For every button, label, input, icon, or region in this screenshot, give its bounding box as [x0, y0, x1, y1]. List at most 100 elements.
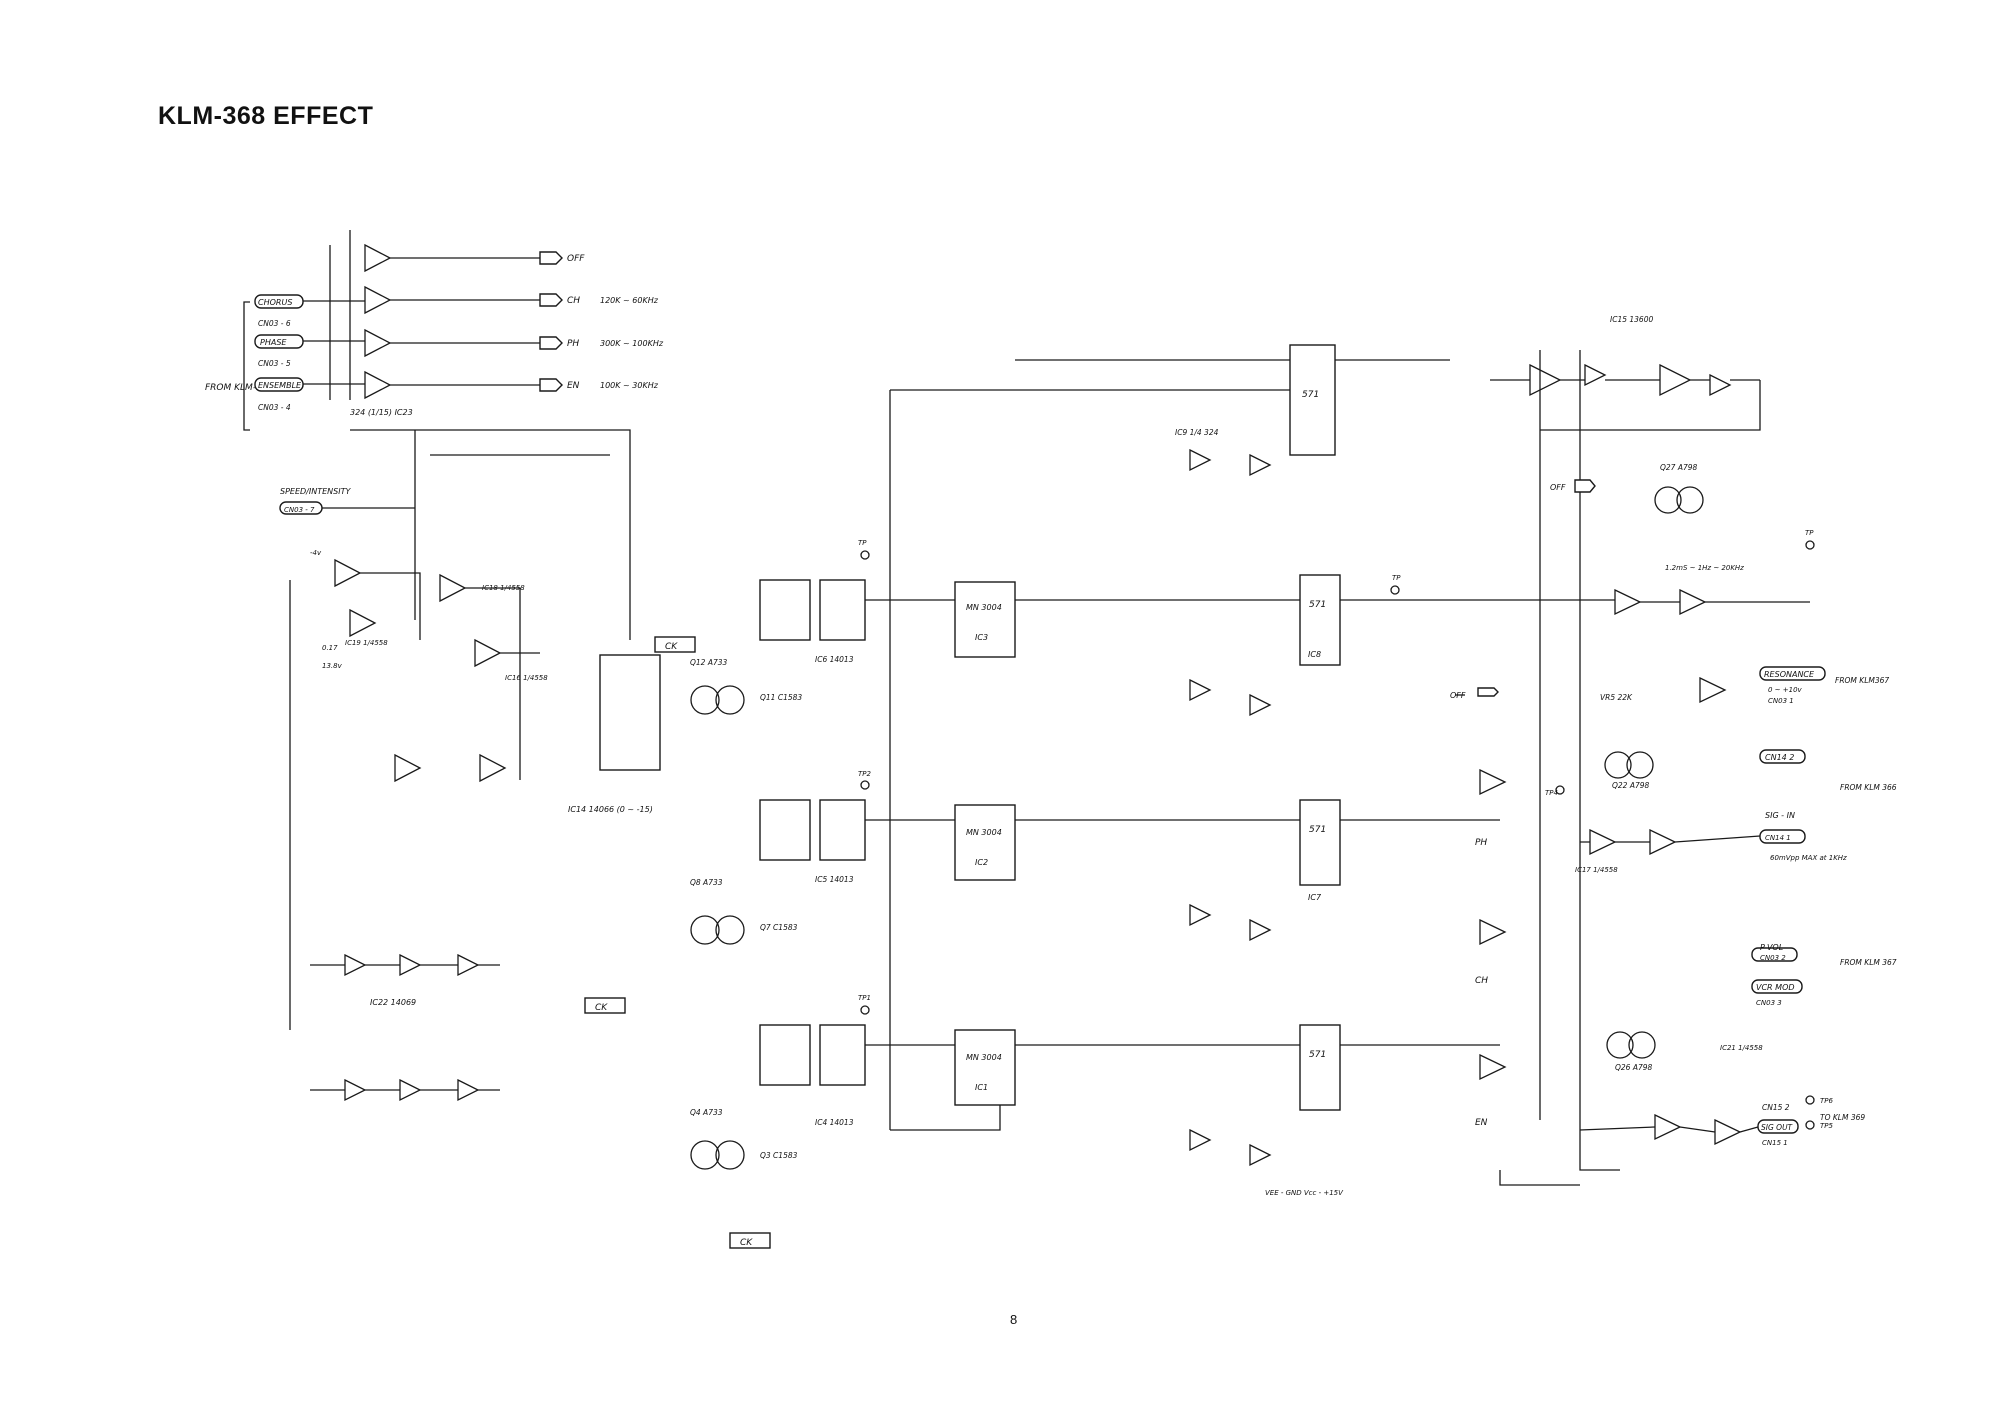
compander-ic7-b	[1299, 1024, 1341, 1111]
input-name-0: CHORUS	[258, 298, 292, 307]
tp-1: TP2	[858, 770, 871, 778]
compander-label-1: 571	[1309, 825, 1326, 835]
connector-cn14	[1759, 749, 1806, 764]
bbd-label-2: MN 3004	[966, 1053, 1002, 1062]
connector-resonance	[1759, 666, 1826, 681]
dc-note-1: 0.17	[322, 644, 338, 652]
input-pin-2: CN03 - 4	[258, 403, 291, 412]
p-vol-pin: CN03 2	[1760, 954, 1786, 962]
transistor-q4: Q4 A733	[690, 1108, 723, 1117]
connector-vcr-mod	[1751, 979, 1803, 994]
resonance-label: RESONANCE	[1764, 670, 1815, 679]
ic14-label: IC14 14066 (0 ~ -15)	[568, 805, 653, 814]
bbd-label-0: MN 3004	[966, 603, 1002, 612]
sig-in-pin: CN14 1	[1765, 834, 1791, 842]
ic6-label: IC6 14013	[815, 655, 854, 664]
resonance-pin: CN03 1	[1768, 697, 1794, 705]
compander-label-2: 571	[1309, 1050, 1326, 1060]
input-section: FROM KLM-367 CHORUS CN03 - 6 PHASE CN03 …	[205, 230, 664, 620]
p-vol-label: P-VOL	[1760, 943, 1783, 952]
bbd-ref-1: IC2	[975, 858, 988, 867]
flipflop-b-3	[819, 1024, 866, 1086]
sig-out-label: SIG OUT	[1761, 1123, 1794, 1132]
vee-vcc-note: VEE - GND Vcc - +15V	[1265, 1189, 1344, 1197]
transistor-q8: Q8 A733	[690, 878, 723, 887]
cn15-dest: TO KLM 369	[1820, 1113, 1865, 1122]
cn15-label: CN15 2	[1762, 1103, 1790, 1112]
flipflop-b-2	[819, 799, 866, 861]
output-off: OFF	[567, 254, 585, 264]
test-points: TP TP2 TP1 TP TP TP4 TP6 TP5	[858, 529, 1833, 1130]
en-label: EN	[1475, 1118, 1488, 1128]
transistor-q27: Q27 A798	[1660, 463, 1698, 472]
tp-3: TP	[1392, 574, 1401, 582]
speed-intensity-pin: CN03 - 7	[284, 506, 315, 514]
output-en-freq: 100K ~ 30KHz	[600, 381, 659, 390]
input-name-2: ENSEMBLE	[258, 381, 302, 390]
ck-box-2	[729, 1232, 771, 1249]
speed-intensity-label: SPEED/INTENSITY	[280, 487, 351, 496]
freq-note: 1.2mS ~ 1Hz ~ 20KHz	[1665, 564, 1744, 572]
cn14-source: FROM KLM 366	[1840, 783, 1897, 792]
connector-sig-out	[1757, 1119, 1799, 1134]
ic9-label: IC9 1/4 324	[1175, 428, 1219, 437]
flipflop-a-2	[759, 799, 811, 861]
vcr-mod-label: VCR MOD	[1756, 983, 1795, 992]
dc-note-0: -4v	[310, 549, 322, 557]
page-number: 8	[1010, 1312, 1018, 1327]
ck-label-2: CK	[740, 1238, 753, 1248]
lfo-section: IC18 1/4558 IC19 1/4558 IC16 1/4558 -4v …	[289, 549, 771, 1249]
input-pin-0: CN03 - 6	[258, 319, 291, 328]
ic5-label: IC5 14013	[815, 875, 854, 884]
output-ph: PH	[567, 339, 579, 349]
tp-2: TP1	[858, 994, 871, 1002]
output-ph-freq: 300K ~ 100KHz	[600, 339, 664, 348]
ic15-label: IC15 13600	[1610, 315, 1653, 324]
vcr-mod-pin: CN03 3	[1756, 999, 1782, 1007]
bbd-ic1	[954, 1029, 1016, 1106]
p-vol-source: FROM KLM 367	[1840, 958, 1897, 967]
ck-label-0: CK	[665, 642, 678, 652]
off-left-label: OFF	[1450, 691, 1466, 700]
ic17-label: IC17 1/4558	[1575, 866, 1618, 874]
flipflop-a-3	[759, 1024, 811, 1086]
input-pin-1: CN03 - 5	[258, 359, 291, 368]
compander-ref-0: IC8	[1308, 650, 1321, 659]
compander-ref-1: IC7	[1308, 893, 1322, 902]
off-right-label: OFF	[1550, 483, 1566, 492]
flipflop-b-1	[819, 579, 866, 641]
transistor-q3: Q3 C1583	[760, 1151, 798, 1160]
bbd-label-1: MN 3004	[966, 828, 1002, 837]
transistor-q26: Q26 A798	[1615, 1063, 1653, 1072]
from-klm367-label: FROM KLM-367	[205, 383, 274, 393]
compander-ic8-a	[1289, 344, 1336, 456]
vr5-note: VR5 22K	[1600, 693, 1633, 702]
sig-in-label: SIG - IN	[1765, 811, 1795, 820]
output-mixer: OFF PH CH EN IC15 13600 OFF Q27 A798 1.2…	[1420, 315, 1897, 1186]
bbd-ref-0: IC3	[975, 633, 988, 642]
ic19-label: IC19 1/4558	[345, 639, 388, 647]
page-title: KLM-368 EFFECT	[158, 102, 374, 130]
cn14-label: CN14 2	[1765, 753, 1794, 762]
bbd-ic2	[954, 804, 1016, 881]
bbd-ref-2: IC1	[975, 1083, 988, 1092]
ic16-label: IC16 1/4558	[505, 674, 548, 682]
bbd-channels: IC6 14013 MN 3004 IC3 571 IC8 571 IC5 14…	[350, 344, 1540, 1197]
compander-label-0: 571	[1309, 600, 1326, 610]
connector-p-vol	[1751, 947, 1798, 962]
sig-out-pin: CN15 1	[1762, 1139, 1788, 1147]
compander-ic7-a	[1299, 799, 1341, 886]
transistor-q22: Q22 A798	[1612, 781, 1650, 790]
tp-7: TP5	[1820, 1122, 1833, 1130]
ic21-label: IC21 1/4558	[1720, 1044, 1763, 1052]
flipflop-a-1	[759, 579, 811, 641]
tp-4: TP	[1805, 529, 1814, 537]
output-en: EN	[567, 381, 580, 391]
ic4-label: IC4 14013	[815, 1118, 854, 1127]
ck-box-0	[654, 636, 696, 653]
tp-5: TP4	[1545, 789, 1558, 797]
ch-label: CH	[1475, 976, 1488, 986]
dc-note-2: 13.8v	[322, 662, 343, 670]
resonance-note: 0 ~ +10v	[1768, 686, 1803, 694]
